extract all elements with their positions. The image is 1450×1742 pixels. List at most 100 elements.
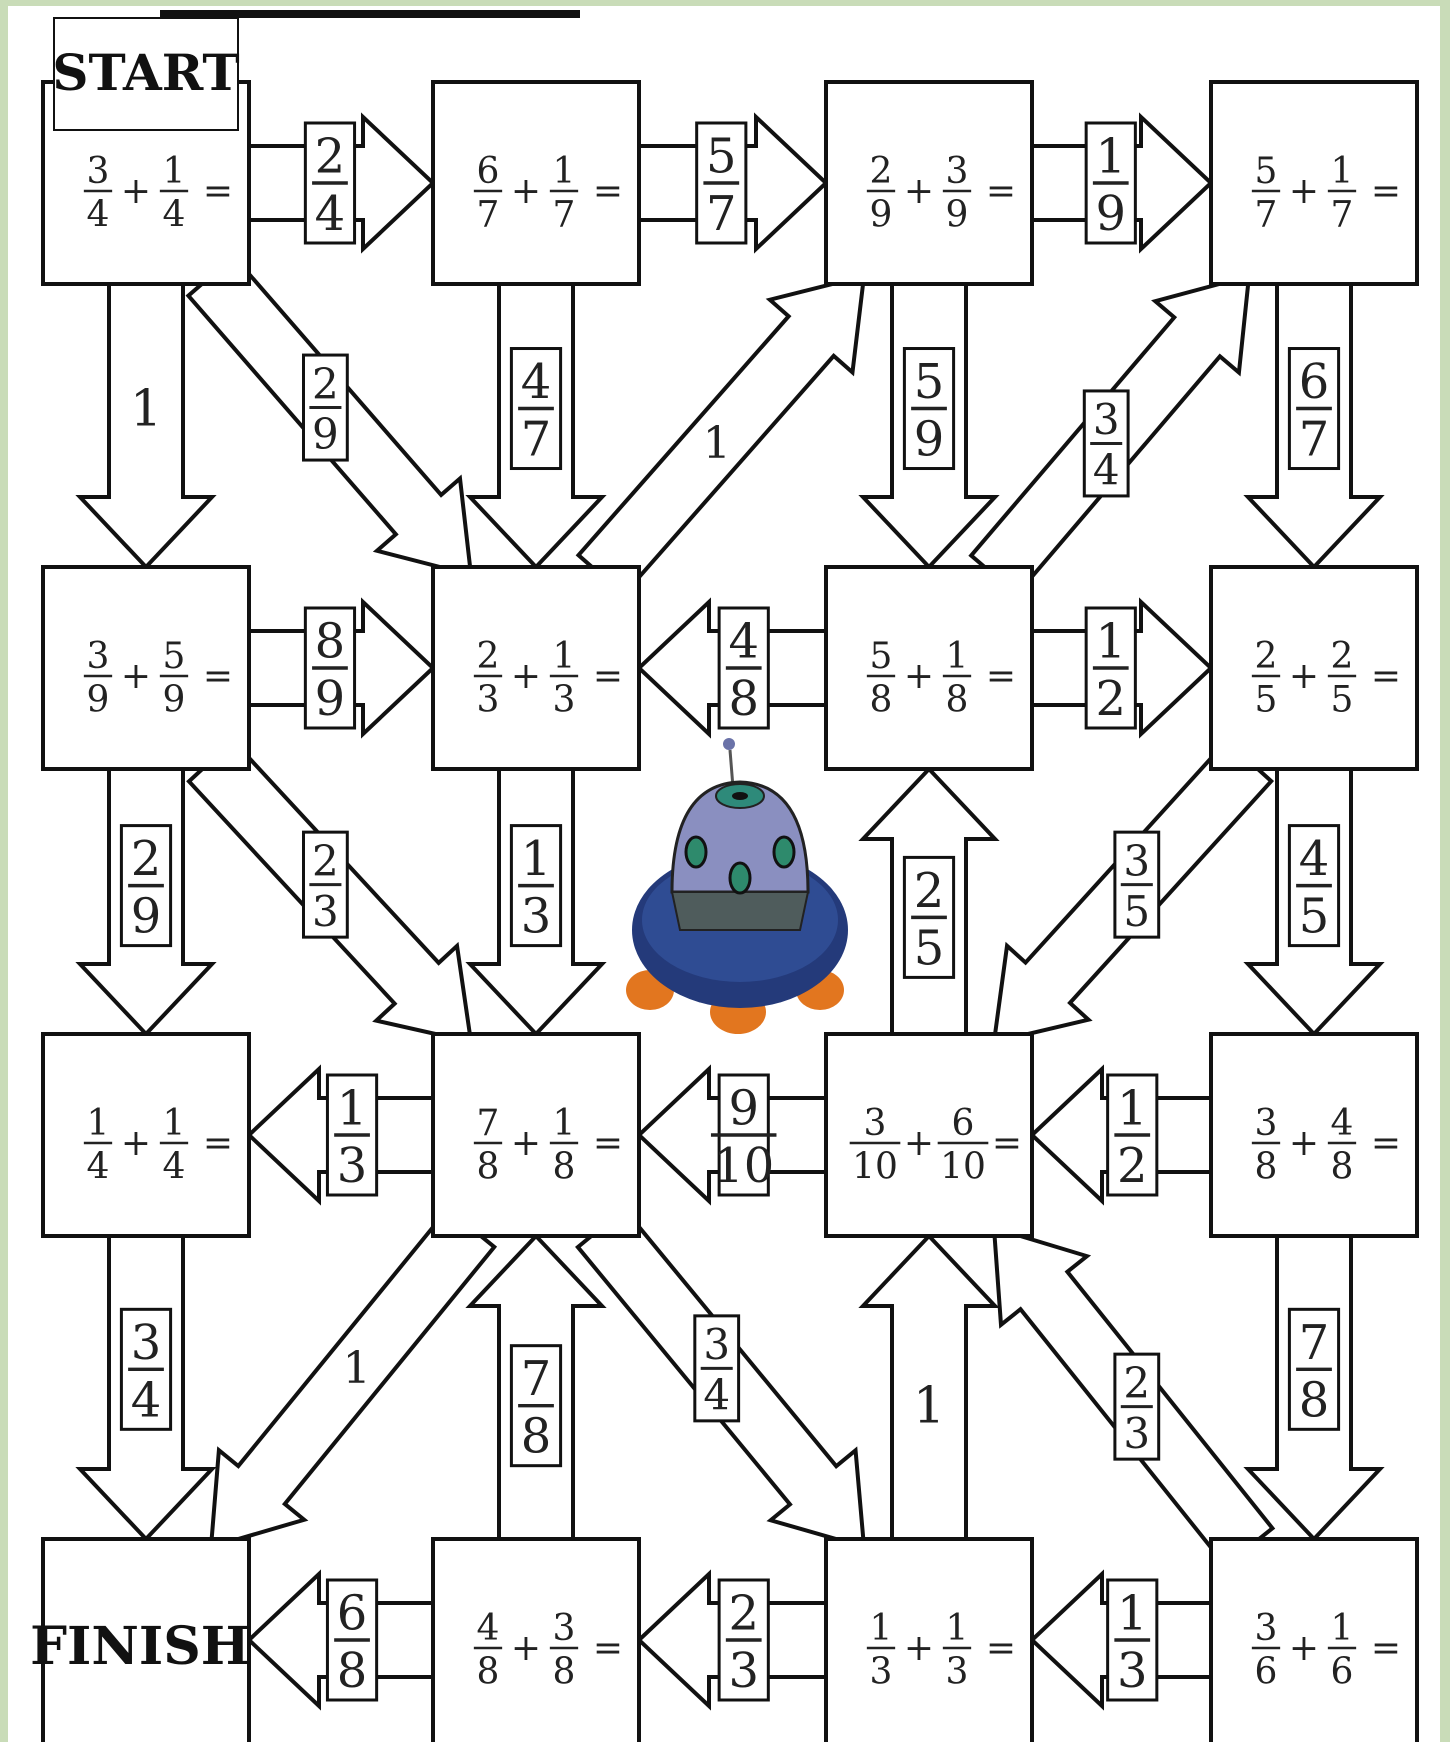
tile-fraction-a-numerator: 2	[1255, 636, 1278, 677]
equals-sign: =	[1371, 1628, 1401, 1669]
arrow-label-numerator: 1	[337, 1080, 368, 1136]
arrow-label-denominator: 5	[914, 920, 945, 976]
tile-fraction-a-denominator: 4	[87, 1146, 110, 1187]
tile-02[interactable]: 29+39=	[826, 82, 1032, 284]
tile-fraction-a-denominator: 3	[870, 1651, 893, 1692]
tile-fraction-a-numerator: 4	[477, 1608, 500, 1649]
tile-fraction-b-numerator: 4	[1331, 1103, 1354, 1144]
tile-31[interactable]: 48+38=	[433, 1539, 639, 1742]
tile-03[interactable]: 57+17=	[1211, 82, 1417, 284]
tile-fraction-a-numerator: 5	[1255, 151, 1278, 192]
plus-sign: +	[1289, 171, 1319, 212]
tile-13[interactable]: 25+25=	[1211, 567, 1417, 769]
equals-sign: =	[992, 1123, 1022, 1164]
equals-sign: =	[1371, 171, 1401, 212]
equals-sign: =	[203, 171, 233, 212]
tile-01[interactable]: 67+17=	[433, 82, 639, 284]
arrow-label-denominator: 5	[1123, 887, 1150, 936]
arrow-label-numerator: 3	[131, 1315, 162, 1371]
tile-fraction-a-numerator: 3	[87, 151, 110, 192]
tile-fraction-a-denominator: 4	[87, 194, 110, 235]
tile-fraction-a-denominator: 9	[870, 194, 893, 235]
tile-20[interactable]: 14+14=	[43, 1034, 249, 1236]
tile-fraction-b-numerator: 3	[553, 1608, 576, 1649]
tile-21[interactable]: 78+18=	[433, 1034, 639, 1236]
tile-fraction-a-numerator: 5	[870, 636, 893, 677]
plus-sign: +	[511, 171, 541, 212]
tile-fraction-a-numerator: 3	[864, 1103, 887, 1144]
arrow-label: 68	[327, 1580, 376, 1700]
arrow-label-denominator: 3	[521, 889, 552, 945]
tile-fraction-b-numerator: 1	[553, 636, 576, 677]
arrow-label: 1	[913, 1375, 945, 1434]
tile-11[interactable]: 23+13=	[433, 567, 639, 769]
arrow-label: 24	[305, 123, 354, 243]
equals-sign: =	[593, 1628, 623, 1669]
tile-fraction-b-numerator: 3	[946, 151, 969, 192]
plus-sign: +	[1289, 1123, 1319, 1164]
tile-fraction-b-denominator: 10	[940, 1146, 986, 1187]
arrow-label-numerator: 2	[914, 863, 945, 919]
arrow-label-denominator: 2	[1095, 671, 1126, 727]
arrow-label: 35	[1115, 832, 1159, 937]
arrow-label-numerator: 1	[1117, 1585, 1148, 1641]
arrow-label: 47	[511, 349, 560, 469]
arrow-label-denominator: 4	[1093, 446, 1120, 495]
tile-fraction-a-numerator: 3	[1255, 1608, 1278, 1649]
arrow-label-denominator: 2	[1117, 1138, 1148, 1194]
tile-fraction-b-numerator: 1	[163, 1103, 186, 1144]
tile-fraction-a-denominator: 8	[477, 1146, 500, 1187]
arrow-label: 13	[1108, 1580, 1157, 1700]
arrow-label: 910	[711, 1075, 777, 1195]
arrow-label: 34	[695, 1316, 739, 1421]
arrow-label-numerator: 2	[1123, 1358, 1150, 1407]
tile-fraction-b-numerator: 1	[163, 151, 186, 192]
arrow-label-numerator: 1	[1117, 1080, 1148, 1136]
arrow-label-numerator: 2	[312, 359, 339, 408]
equals-sign: =	[1371, 656, 1401, 697]
arrow-label-denominator: 8	[728, 671, 759, 727]
arrow-label-numerator: 5	[706, 128, 737, 184]
tile-fraction-a-denominator: 7	[1255, 194, 1278, 235]
equals-sign: =	[593, 1123, 623, 1164]
tile-fraction-b-denominator: 8	[553, 1651, 576, 1692]
tile-fraction-b-denominator: 7	[553, 194, 576, 235]
arrow-label: 34	[121, 1309, 170, 1429]
tile-fraction-a-numerator: 1	[87, 1103, 110, 1144]
arrow-label-numerator: 2	[728, 1585, 759, 1641]
tile-fraction-b-denominator: 3	[946, 1651, 969, 1692]
tile-fraction-b-denominator: 3	[553, 679, 576, 720]
arrow-label: 29	[121, 826, 170, 946]
arrow-label-denominator: 3	[312, 887, 339, 936]
arrow-label-numerator: 2	[312, 836, 339, 885]
arrow-label: 13	[327, 1075, 376, 1195]
arrow-label: 45	[1289, 826, 1338, 946]
arrow-label-denominator: 9	[131, 889, 162, 945]
plus-sign: +	[1289, 1628, 1319, 1669]
arrow-label-denominator: 9	[914, 412, 945, 468]
arrow-label: 57	[697, 123, 746, 243]
plus-sign: +	[1289, 656, 1319, 697]
tile-23[interactable]: 38+48=	[1211, 1034, 1417, 1236]
arrow-label-whole: 1	[703, 418, 731, 469]
arrow-label-denominator: 9	[315, 671, 346, 727]
arrow-label-whole: 1	[130, 378, 162, 437]
equals-sign: =	[986, 1628, 1016, 1669]
tile-12[interactable]: 58+18=	[826, 567, 1032, 769]
tile-fraction-b-denominator: 4	[163, 1146, 186, 1187]
tile-fraction-a-denominator: 3	[477, 679, 500, 720]
arrow-label-numerator: 7	[521, 1351, 552, 1407]
arrow-label-numerator: 6	[1299, 354, 1330, 410]
tile-22[interactable]: 310+610=	[826, 1034, 1032, 1236]
equals-sign: =	[986, 171, 1016, 212]
tile-10[interactable]: 39+59=	[43, 567, 249, 769]
tile-fraction-b-numerator: 1	[553, 1103, 576, 1144]
tile-32[interactable]: 13+13=	[826, 1539, 1032, 1742]
arrow-label: 78	[1289, 1309, 1338, 1429]
arrow-label: 1	[703, 418, 731, 469]
arrow-label-numerator: 7	[1299, 1315, 1330, 1371]
tile-fraction-b-denominator: 4	[163, 194, 186, 235]
tile-fraction-b-denominator: 6	[1331, 1651, 1354, 1692]
tile-33[interactable]: 36+16=	[1211, 1539, 1417, 1742]
